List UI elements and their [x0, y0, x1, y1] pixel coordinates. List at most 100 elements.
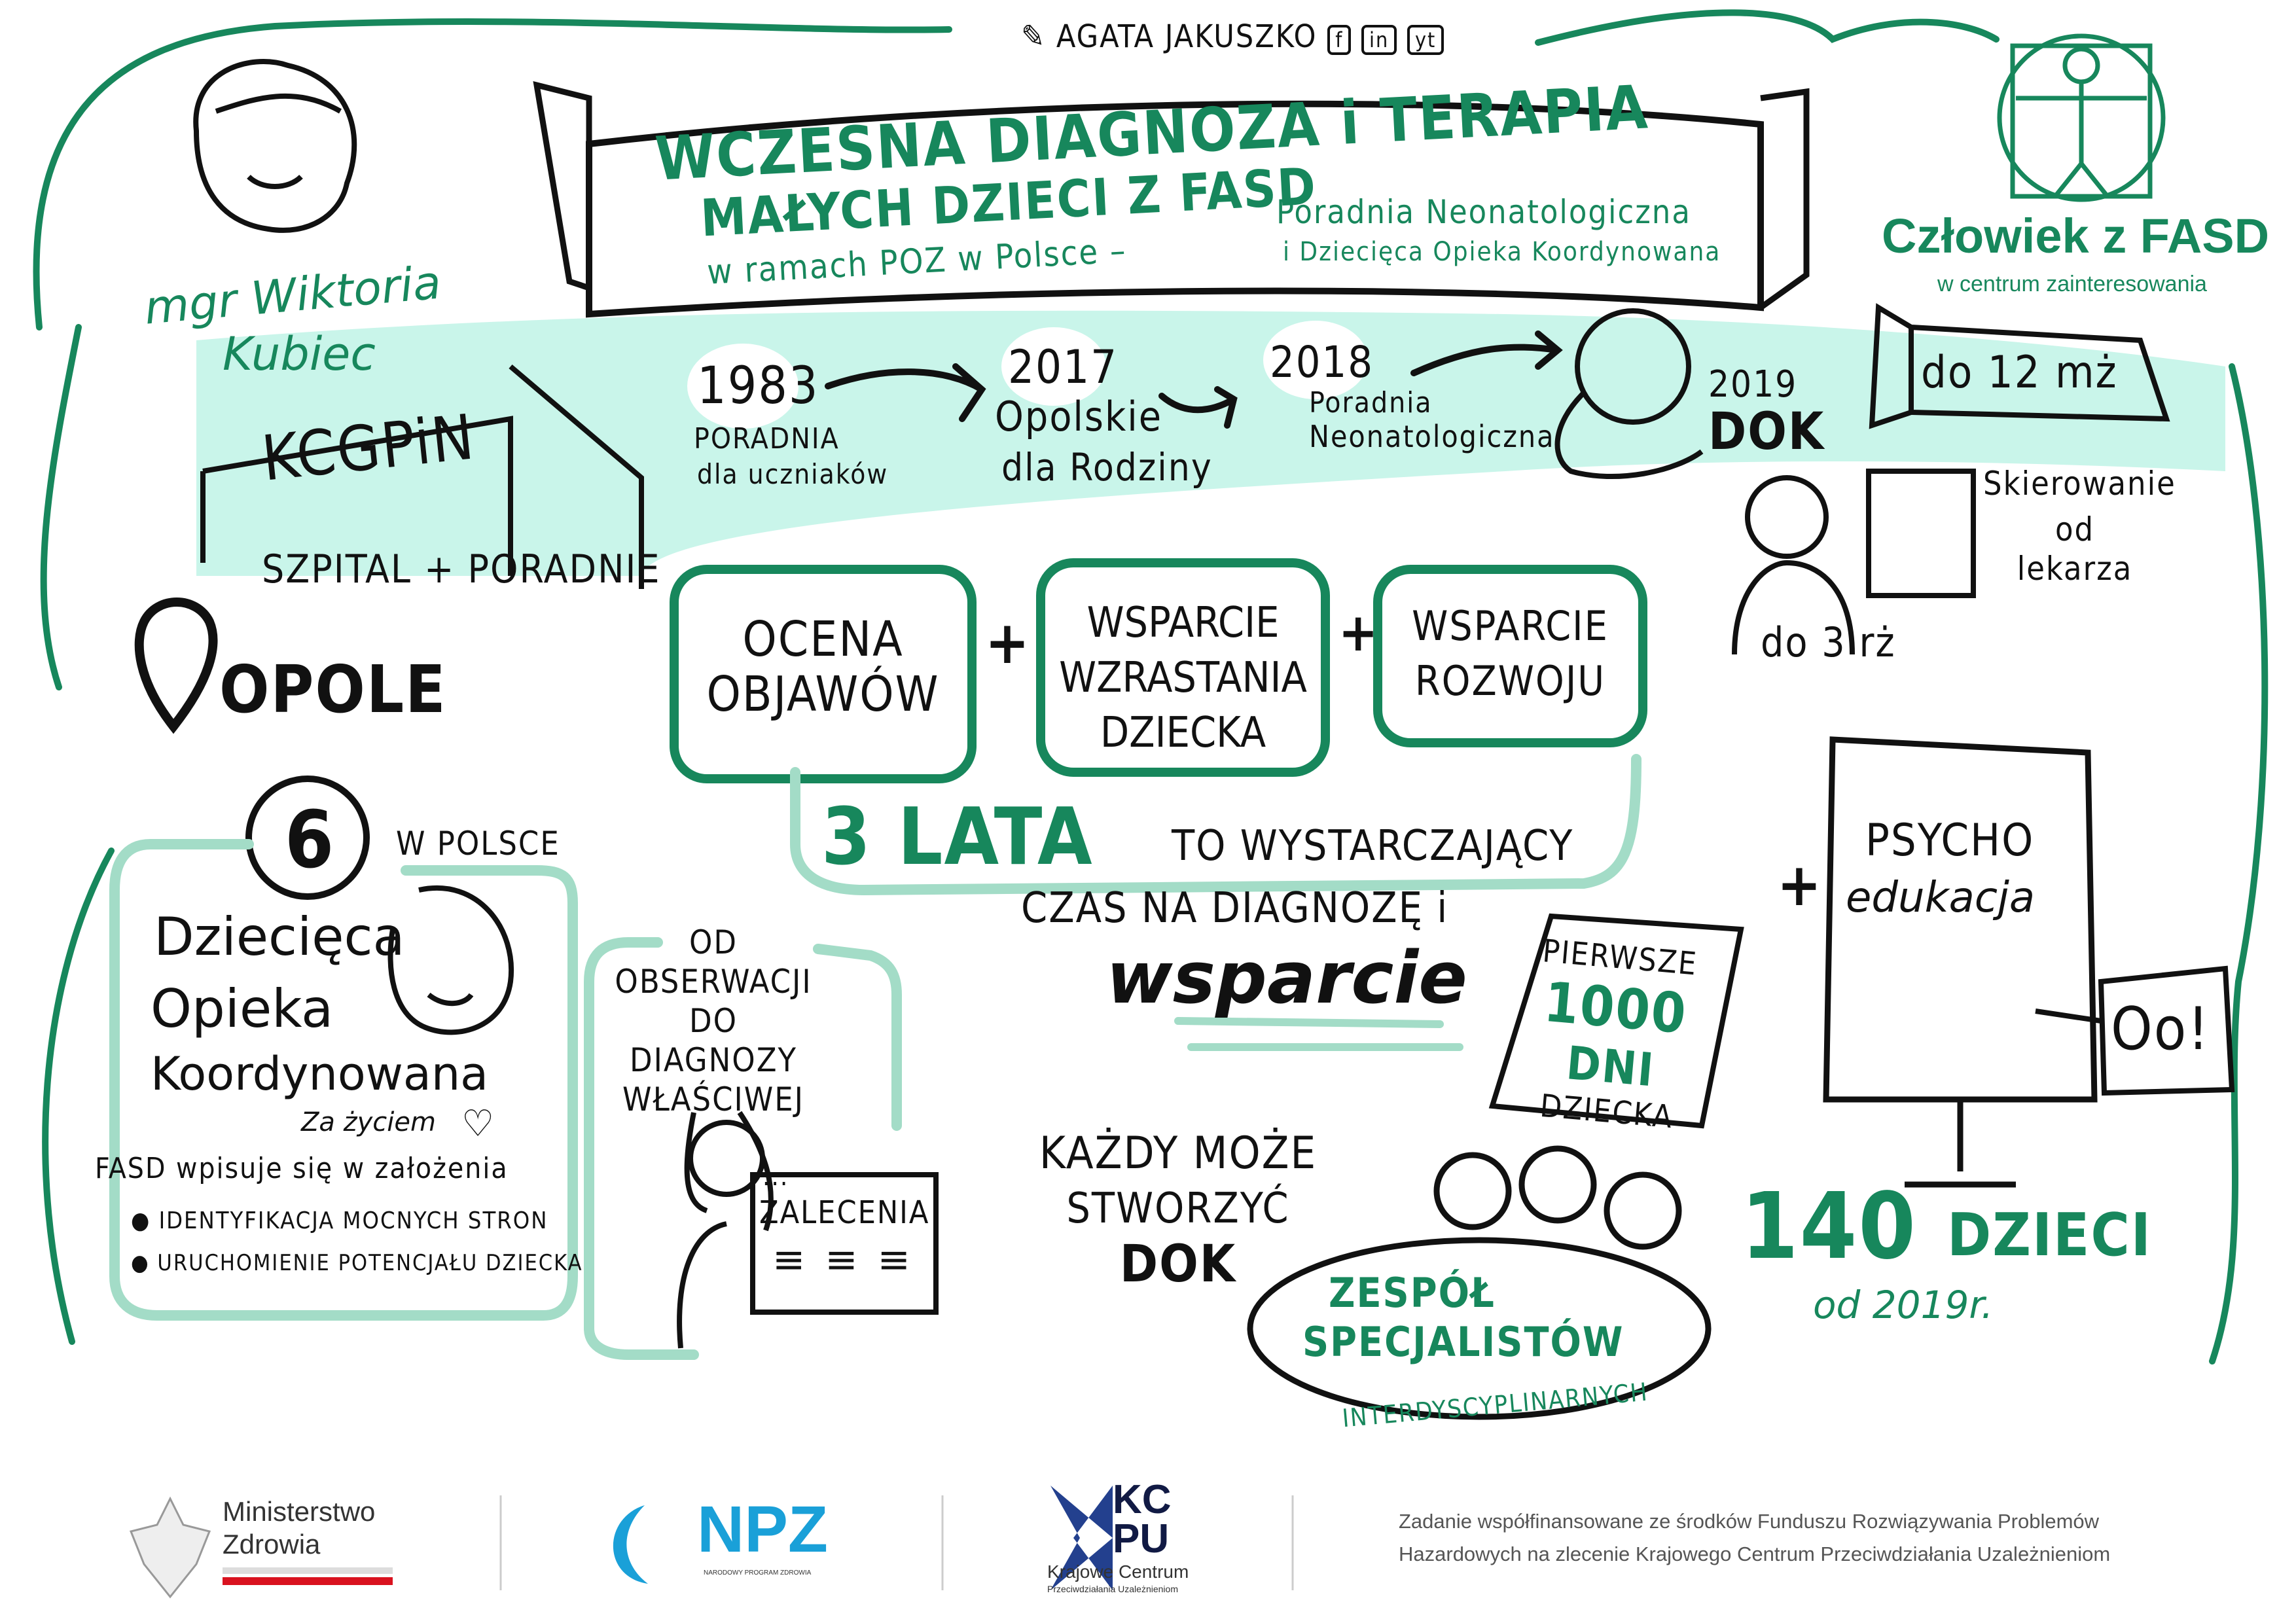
frame-curve-top-right — [1535, 9, 2000, 46]
plus-sign: + — [1777, 851, 1823, 919]
ministry-eagle-emblem — [129, 1496, 211, 1599]
pillar-line: OBJAWÓW — [706, 666, 940, 722]
specialist-illustration — [677, 1111, 939, 1349]
pillar-line: WZRASTANIA — [1059, 654, 1307, 702]
kcpu-line: KC — [1113, 1477, 1172, 1522]
frame-curve-top-left — [33, 18, 952, 330]
linkedin-icon[interactable]: in — [1361, 25, 1397, 55]
referral-line-1: Skierowanie — [1983, 465, 2176, 503]
timeline-year: 2019 — [1708, 363, 1798, 406]
anyone-line: DOK — [1119, 1235, 1237, 1294]
banner-fold-left — [533, 80, 592, 293]
author-signature: ✎ AGATA JAKUSZKO f in yt — [1021, 18, 1444, 55]
title-line-3b: Poradnia Neonatologiczna — [1276, 193, 1691, 231]
pillar-development-support: WSPARCIE ROZWOJU — [1378, 599, 1643, 709]
city-name: OPOLE — [219, 651, 447, 728]
pillar-symptom-assessment: OCENA OBJAWÓW — [674, 612, 972, 722]
timeline-arrows — [825, 330, 1563, 429]
observation-line: WŁAŚCIWEJ — [622, 1080, 804, 1118]
board-lines: ≡≡≡ — [772, 1237, 930, 1283]
exclaim-text: Oo! — [2111, 995, 2210, 1063]
children-count: 140 — [1741, 1173, 1917, 1280]
board-title: ZALECENIA — [759, 1194, 930, 1231]
timeline-label: Neonatologiczna — [1309, 419, 1555, 454]
duration-text-2: CZAS NA DIAGNOZĘ i — [1021, 884, 1449, 933]
dok-name-2: Opieka — [151, 978, 334, 1039]
banner-fold-right — [1759, 88, 1810, 310]
ministry-flag-red — [223, 1577, 393, 1585]
speaker-name-2: Kubiec — [223, 327, 376, 381]
duration-text-1: TO WYSTARCZAJĄCY — [1172, 822, 1574, 870]
ministry-logo-text: Ministerstwo Zdrowia — [223, 1495, 375, 1561]
bullet-text: IDENTYFIKACJA MOCNYCH STRON — [158, 1207, 548, 1234]
anyone-line: KAŻDY MOŻE — [1039, 1128, 1318, 1179]
observation-line: DIAGNOZY — [630, 1041, 797, 1079]
timeline-label-dok: DOK — [1708, 402, 1825, 461]
flipchart-line-1: PSYCHO — [1865, 815, 2035, 866]
pillar-growth-support: WSPARCIE WZRASTANIA DZIECKA — [1041, 596, 1325, 760]
program-name: Za życiem — [301, 1107, 436, 1137]
team-illustration — [1247, 1145, 1712, 1420]
pillar-line: DZIECKA — [1100, 709, 1266, 757]
funding-line: Hazardowych na zlecenie Krajowego Centru… — [1399, 1543, 2111, 1565]
calendar-page — [1488, 913, 1744, 1129]
observation-line: OD — [689, 923, 738, 961]
funding-note: Zadanie współfinansowane ze środków Fund… — [1399, 1505, 2110, 1571]
plus-sign: + — [985, 609, 1031, 677]
facebook-icon[interactable]: f — [1327, 25, 1352, 55]
kcpu-logo-text: KC PU — [1113, 1477, 1172, 1560]
calendar-text: PIERWSZE 1000 DNI DZIECKA — [1498, 930, 1729, 1139]
count-circle — [245, 776, 370, 900]
youtube-icon[interactable]: yt — [1407, 25, 1444, 55]
npz-logo-mark — [613, 1505, 648, 1584]
ministry-line: Ministerstwo — [223, 1496, 376, 1527]
dok-count-label: W POLSCE — [396, 825, 560, 863]
location-pin-icon — [134, 597, 218, 734]
duration-years: 3 LATA — [821, 792, 1094, 883]
pencil-icon: ✎ — [1021, 18, 1056, 55]
pillar-line: WSPARCIE — [1086, 599, 1280, 647]
infant-flag — [1869, 303, 2170, 429]
referral-line-3: lekarza — [2017, 550, 2133, 588]
frame-curve-left — [40, 324, 115, 1345]
npz-logo-text: NPZ — [697, 1493, 828, 1566]
anyone-can-create-dok: KAŻDY MOŻE STWORZYĆ DOK — [1021, 1126, 1335, 1293]
team-line-2: SPECJALISTÓW — [1302, 1318, 1624, 1366]
dok-box-frame — [109, 839, 578, 1321]
child-face-illustration — [387, 885, 514, 1035]
dok-name-1: Dziecięca — [154, 906, 405, 967]
frame-curve-right — [2209, 363, 2269, 1364]
funding-line: Zadanie współfinansowane ze środków Fund… — [1399, 1510, 2100, 1533]
observation-box-frame — [584, 937, 902, 1360]
children-unit: DZIECI — [1947, 1201, 2152, 1270]
wsparcie-underline — [1174, 1017, 1463, 1051]
plus-sign: + — [1338, 602, 1380, 663]
duration-support: wsparcie — [1106, 936, 1467, 1020]
kcpu-logo-mark — [1050, 1486, 1113, 1590]
timeline-label: Poradnia — [1309, 386, 1433, 419]
dok-name-3: Koordynowana — [151, 1047, 489, 1101]
observation-line: DO — [689, 1002, 738, 1040]
infant-age-limit: do 12 mż — [1921, 347, 2118, 399]
children-since: od 2019r. — [1813, 1283, 1994, 1327]
pillar-line: OCENA — [742, 611, 904, 668]
timeline-label: dla Rodziny — [1001, 445, 1213, 490]
year-bubbles — [687, 321, 1368, 429]
dok-count: 6 — [285, 795, 336, 886]
brand-logo-figure — [1997, 33, 2166, 202]
observation-line: OBSERWACJI — [615, 963, 812, 1001]
timeline-label: PORADNIA — [694, 422, 840, 455]
timeline-year: 1983 — [697, 357, 819, 416]
doctor-illustration — [1732, 475, 1855, 655]
observation-text: OD OBSERWACJI DO DIAGNOZY WŁAŚCIWEJ — [609, 923, 818, 1119]
exclaim-bubble — [2035, 965, 2235, 1096]
anyone-line: STWORZYĆ — [1066, 1185, 1290, 1233]
team-line-1: ZESPÓŁ — [1329, 1269, 1496, 1317]
timeline-year: 2018 — [1270, 337, 1374, 387]
ministry-line: Zdrowia — [223, 1529, 321, 1560]
institution-subtitle: SZPITAL + PORADNIE — [262, 546, 661, 592]
title-line-3c: i Dziecięca Opieka Koordynowana — [1283, 237, 1721, 267]
referral-document — [1866, 469, 1976, 598]
brand-tagline: w centrum zainteresowania — [1937, 272, 2207, 296]
